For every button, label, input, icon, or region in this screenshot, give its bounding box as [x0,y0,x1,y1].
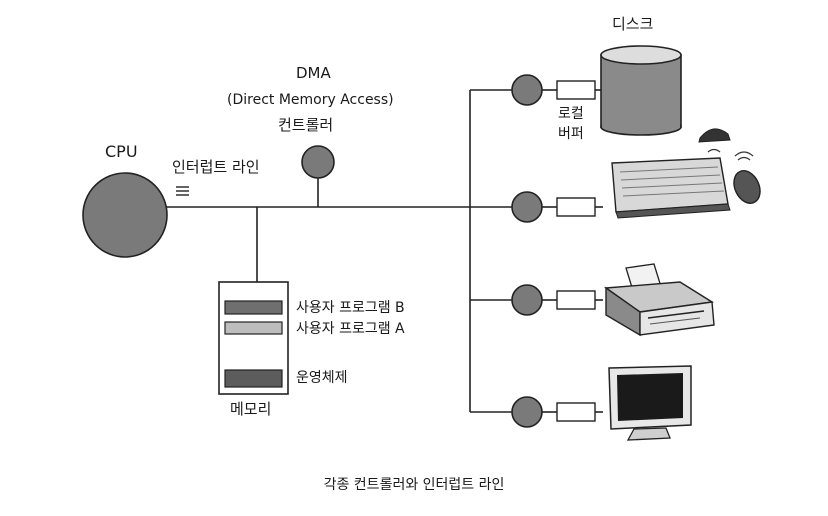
dma-controller-label: 컨트롤러 [278,116,334,134]
memory-label: 메모리 [230,400,272,418]
interrupt-line-icon [176,186,189,196]
local-buffer-4 [556,402,596,422]
device-controller-1 [511,74,543,106]
memory-segment-operating-system [224,369,283,388]
device-controller-3 [511,284,543,316]
device-controller-2 [511,191,543,223]
disk-icon [600,45,682,136]
keyboard-mouse-icon [611,128,761,219]
local-buffer-2 [556,197,596,217]
system-bus [140,89,512,413]
interrupt-line-label: 인터럽트 라인 [172,158,260,176]
device-controllers [511,74,603,428]
device-controller-4 [511,396,543,428]
figure-caption: 각종 컨트롤러와 인터럽트 라인 [323,477,505,493]
cpu-label: CPU [105,142,138,161]
monitor-icon [608,365,692,441]
memory-segment-label-operating-system: 운영체제 [296,370,348,386]
local-buffer-label-line2: 버퍼 [558,126,584,142]
dma-controller-circle [301,145,335,179]
memory-segment-label-user-program-a: 사용자 프로그램 A [296,321,405,337]
disk-label: 디스크 [612,15,654,33]
local-buffer-1 [556,80,596,100]
printer-icon [604,263,715,337]
local-buffer-label-line1: 로컬 [558,106,584,122]
memory-segment-user-program-b [224,300,283,315]
local-buffer-3 [556,290,596,310]
dma-subtitle: (Direct Memory Access) [227,92,394,108]
memory-segment-user-program-a [224,321,283,335]
cpu-circle [82,172,168,258]
dma-title: DMA [296,64,331,82]
memory-block [218,281,289,395]
memory-segment-label-user-program-b: 사용자 프로그램 B [296,300,405,316]
